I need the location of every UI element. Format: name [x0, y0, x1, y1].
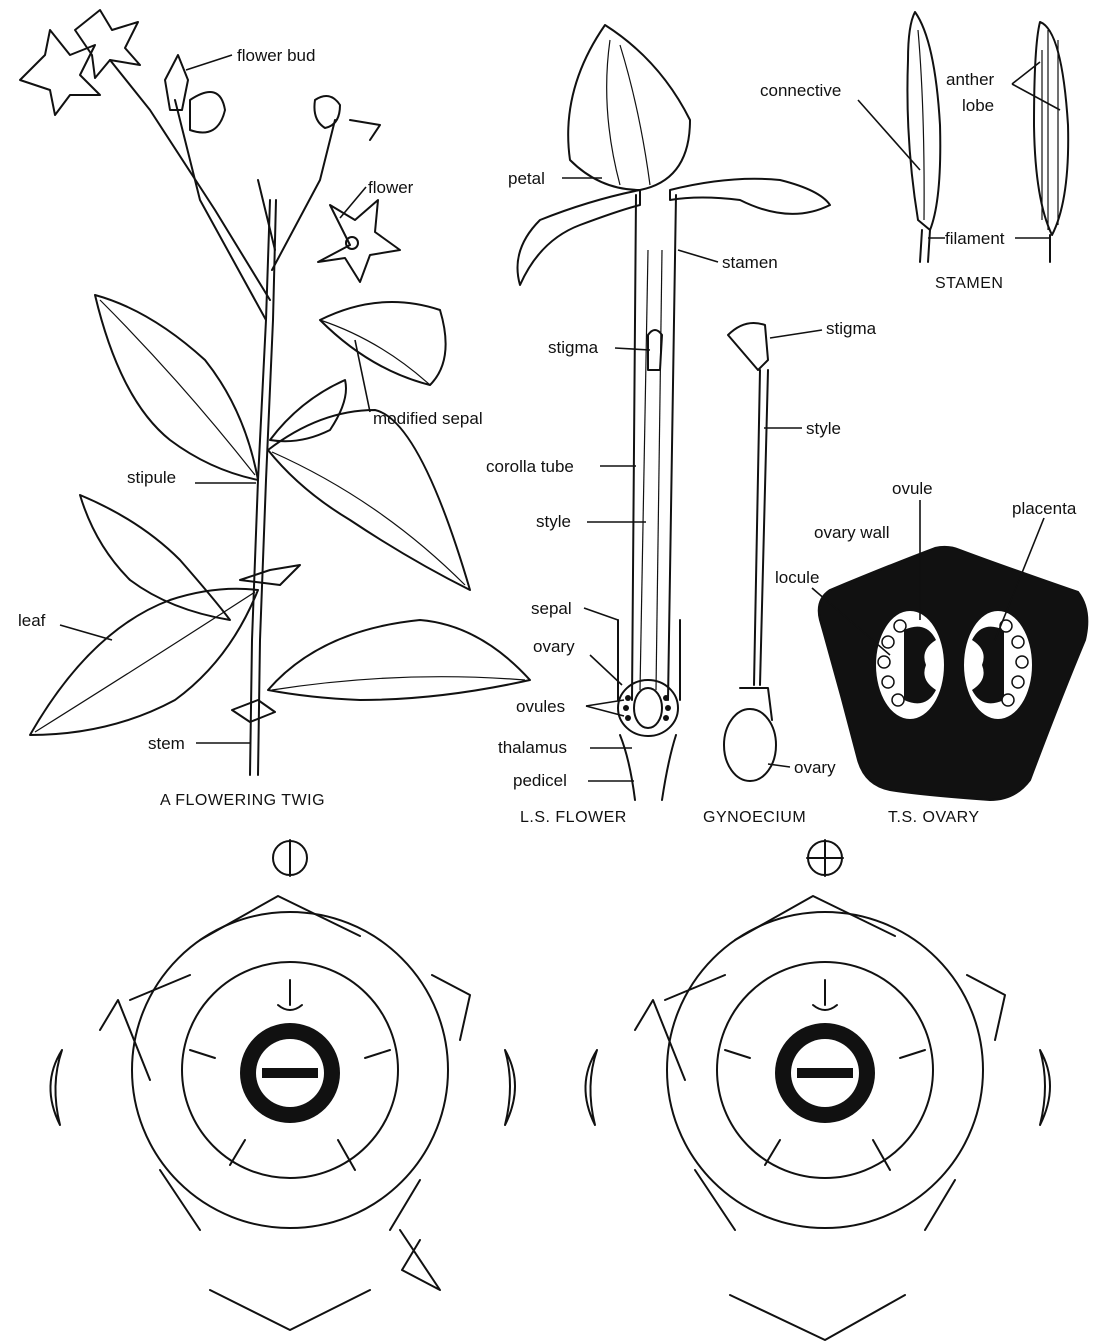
zygomorphic-symbol-icon: [273, 840, 307, 876]
label-locule: locule: [775, 568, 819, 587]
label-ovules: ovules: [516, 697, 565, 716]
label-sepal: sepal: [531, 599, 572, 618]
label-gyn-stigma: stigma: [826, 319, 877, 338]
gynoecium-illustration: [724, 323, 776, 781]
label-modified-sepal: modified sepal: [373, 409, 483, 428]
label-thalamus: thalamus: [498, 738, 567, 757]
label-gyn-ovary: ovary: [794, 758, 836, 777]
label-ls-style: style: [536, 512, 571, 531]
caption-ts-ovary: T.S. OVARY: [888, 809, 980, 826]
label-pedicel: pedicel: [513, 771, 567, 790]
actinomorphic-symbol-icon: [807, 840, 843, 876]
label-stamen: stamen: [722, 253, 778, 272]
ts-label-ovary-wall: ovary wall: [814, 523, 890, 542]
label-ls-ovary: ovary: [533, 637, 575, 656]
twig-label-modified-sepal: modified sepal: [355, 340, 483, 428]
ts-ovary-illustration: [819, 547, 1088, 800]
label-filament: filament: [945, 229, 1005, 248]
twig-label-stem: stem: [148, 734, 250, 753]
label-petal: petal: [508, 169, 545, 188]
flowering-twig-illustration: [20, 10, 530, 775]
gyn-label-ovary: ovary: [768, 758, 836, 777]
caption-ls-flower: L.S. FLOWER: [520, 809, 627, 826]
label-leaf: leaf: [18, 611, 46, 630]
label-ls-stigma: stigma: [548, 338, 599, 357]
ls-label-ovary: ovary: [533, 637, 622, 685]
label-ovary-wall: ovary wall: [814, 523, 890, 542]
label-placenta: placenta: [1012, 499, 1077, 518]
label-corolla-tube: corolla tube: [486, 457, 574, 476]
stamen-label-anther-lobe: anther lobe: [946, 62, 1060, 115]
label-stem: stem: [148, 734, 185, 753]
ls-label-corolla-tube: corolla tube: [486, 457, 636, 476]
gyn-label-stigma: stigma: [770, 319, 877, 338]
stamen-illustration: [907, 12, 1068, 262]
label-stipule: stipule: [127, 468, 176, 487]
label-connective: connective: [760, 81, 841, 100]
label-lobe: lobe: [962, 96, 994, 115]
label-flower-bud: flower bud: [237, 46, 315, 65]
ls-label-petal: petal: [508, 169, 602, 188]
caption-gynoecium: GYNOECIUM: [703, 809, 806, 826]
gyn-label-style: style: [764, 419, 841, 438]
label-anther: anther: [946, 70, 995, 89]
label-gyn-style: style: [806, 419, 841, 438]
stamen-label-filament: filament: [928, 229, 1050, 248]
caption-stamen: STAMEN: [935, 275, 1003, 292]
ls-flower-illustration: [518, 25, 831, 800]
ls-label-pedicel: pedicel: [513, 771, 634, 790]
label-ovule: ovule: [892, 479, 933, 498]
ls-label-style: style: [536, 512, 646, 531]
ls-label-thalamus: thalamus: [498, 738, 632, 757]
twig-label-leaf: leaf: [18, 611, 112, 640]
twig-label-flower-bud: flower bud: [186, 46, 315, 70]
twig-label-stipule: stipule: [127, 468, 256, 487]
label-flower: flower: [368, 178, 414, 197]
stamen-label-connective: connective: [760, 81, 920, 170]
floral-diagram-left: [50, 896, 515, 1330]
ls-label-ovules: ovules: [516, 697, 624, 716]
ls-label-stamen: stamen: [678, 250, 778, 272]
ls-label-sepal: sepal: [531, 599, 618, 620]
caption-flowering-twig: A FLOWERING TWIG: [160, 792, 325, 809]
floral-diagram-right: [585, 896, 1050, 1340]
